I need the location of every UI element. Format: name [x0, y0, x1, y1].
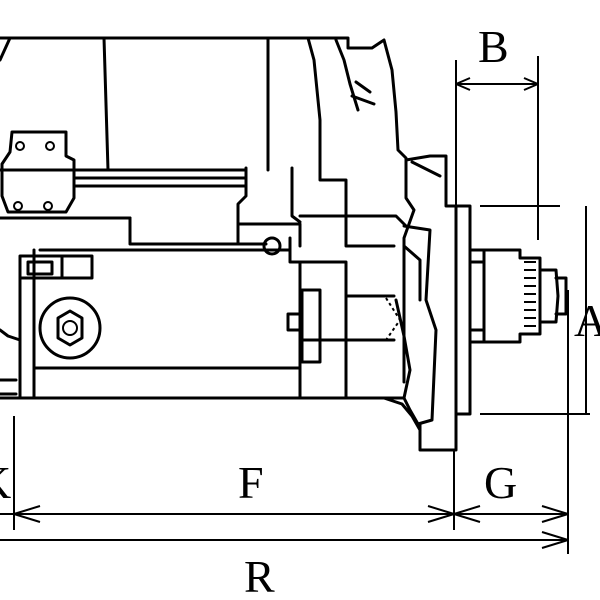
label-g: G — [484, 457, 517, 508]
bolt-hole — [15, 141, 25, 151]
bolt-hole — [45, 141, 55, 151]
connector — [18, 248, 94, 400]
label-r: R — [244, 551, 275, 600]
bolt-hole — [13, 201, 23, 211]
side-nut — [0, 296, 102, 360]
label-a: A — [574, 295, 600, 346]
drive-housing — [382, 154, 458, 452]
pinion-gear — [468, 248, 568, 344]
terminal-stud — [262, 236, 282, 256]
label-f: F — [238, 457, 264, 508]
mounting-bracket — [0, 130, 248, 214]
solenoid-housing — [38, 166, 408, 400]
stud-bolt — [286, 288, 402, 364]
lower-body — [0, 366, 406, 400]
motor-body — [0, 36, 416, 384]
label-b: B — [478, 21, 509, 72]
label-k: K — [0, 457, 11, 508]
bolt-hole — [43, 201, 53, 211]
dimension-lines — [0, 56, 590, 554]
mounting-flange — [454, 204, 472, 416]
